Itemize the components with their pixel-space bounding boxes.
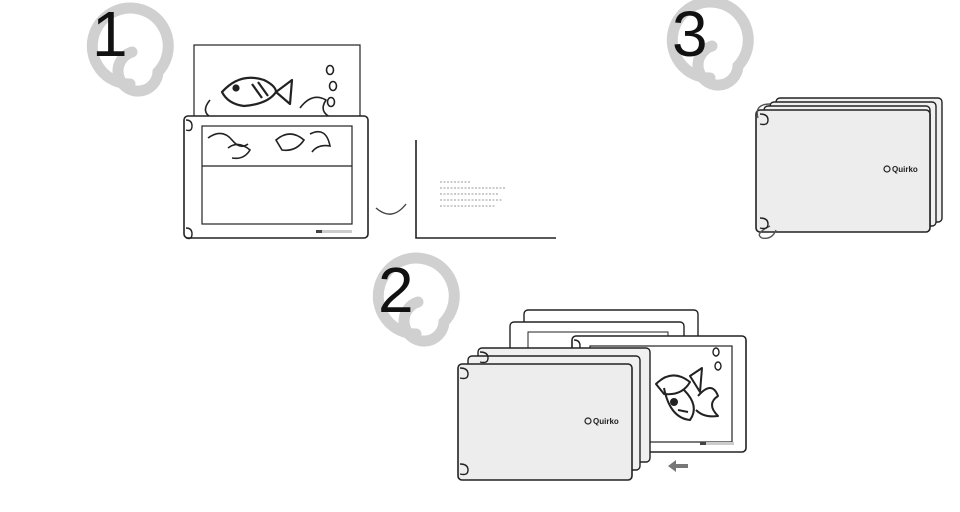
step-1-number: 1 [92,0,128,70]
insert-arrow [668,460,688,472]
step-2: 2 [378,254,747,481]
frame-card [183,115,369,240]
bound-album: Quirko [755,97,943,240]
step-3-number: 3 [672,0,708,70]
album-brand-label: Quirko [892,165,918,174]
step-2-number: 2 [378,254,414,326]
front-covers: Quirko [457,347,651,481]
flip-arrow [375,203,407,215]
step-3: 3 Quirko [672,0,943,240]
fish-drawing [203,76,333,141]
back-page [415,140,556,239]
bubbles [325,64,338,108]
cover-brand-label: Quirko [593,417,619,426]
step-1: 1 [92,0,556,240]
